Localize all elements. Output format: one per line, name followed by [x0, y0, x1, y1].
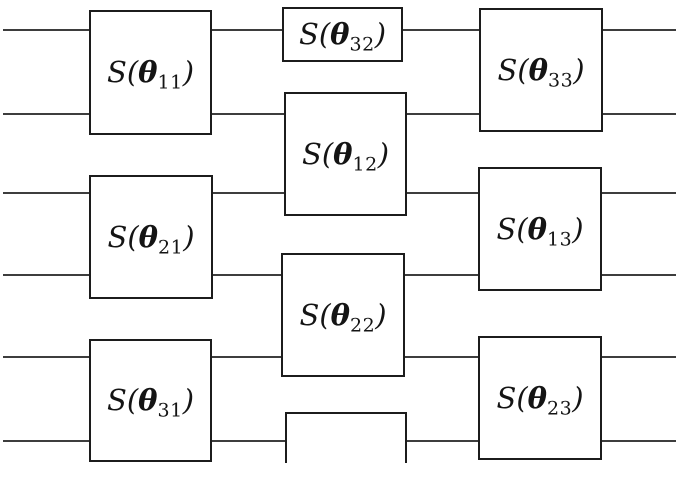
gate-label-s-theta-12: S(θ12) — [301, 136, 390, 176]
gate-label-s-theta-21: S(θ21) — [107, 219, 195, 259]
gate-label-s-theta-31: S(θ31) — [106, 383, 195, 422]
gate-box-s-theta-33: S(θ33) — [479, 8, 603, 132]
gate-box-s-theta-21: S(θ21) — [89, 175, 213, 299]
gate-box-s-theta-31: S(θ31) — [89, 339, 212, 462]
gate-box-unlabeled-clipped — [285, 412, 407, 463]
gate-label-s-theta-13: S(θ13) — [496, 211, 584, 251]
gate-label-s-theta-33: S(θ33) — [497, 52, 585, 92]
gate-box-s-theta-23: S(θ23) — [478, 336, 602, 460]
gate-box-s-theta-13: S(θ13) — [478, 167, 602, 291]
gate-label-s-theta-22: S(θ22) — [299, 297, 387, 337]
gate-box-s-theta-22: S(θ22) — [281, 253, 405, 377]
gate-box-s-theta-12: S(θ12) — [284, 92, 407, 216]
gate-box-s-theta-32: S(θ32) — [282, 7, 403, 62]
gate-label-s-theta-11: S(θ11) — [106, 55, 195, 94]
gate-box-s-theta-11: S(θ11) — [89, 10, 212, 135]
gate-label-s-theta-23: S(θ23) — [496, 380, 584, 420]
gate-label-s-theta-32: S(θ32) — [298, 17, 387, 56]
